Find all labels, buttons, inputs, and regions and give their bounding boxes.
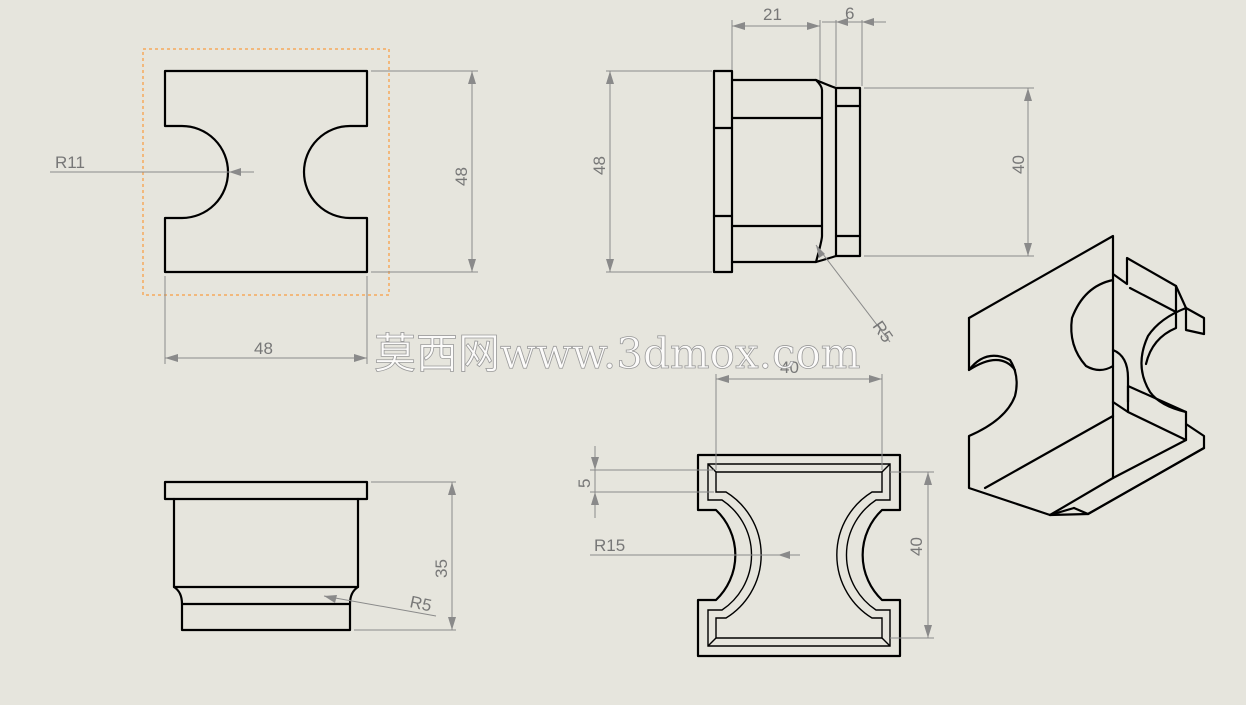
bottom-height-label: 35 [432,559,451,578]
front-radius-label: R11 [55,153,85,172]
bottom-view[interactable]: 35 R5 [163,480,456,632]
detail-radius-label: R15 [594,536,625,555]
isometric-view[interactable] [967,234,1206,517]
side-view[interactable]: 21 6 48 40 R5 [590,4,1034,346]
side-height-outer-label: 48 [590,156,609,175]
front-width-label: 48 [254,339,273,358]
side-dim-21-label: 21 [763,5,782,24]
detail-width-label: 40 [780,358,799,377]
front-height-label: 48 [452,167,471,186]
bottom-radius-label: R5 [408,592,433,615]
detail-view[interactable]: 40 5 R15 40 [575,358,934,658]
front-view[interactable]: R11 48 48 [50,48,478,364]
watermark: 莫西网www.3dmox.com [374,329,861,378]
side-height-inner-label: 40 [1009,155,1028,174]
detail-outer-outline[interactable] [696,453,902,658]
side-radius-label: R5 [869,317,897,346]
side-dim-6-label: 6 [845,4,854,23]
front-view-outline[interactable] [163,69,369,274]
detail-small-label: 5 [575,479,594,488]
detail-height-label: 40 [907,537,926,556]
